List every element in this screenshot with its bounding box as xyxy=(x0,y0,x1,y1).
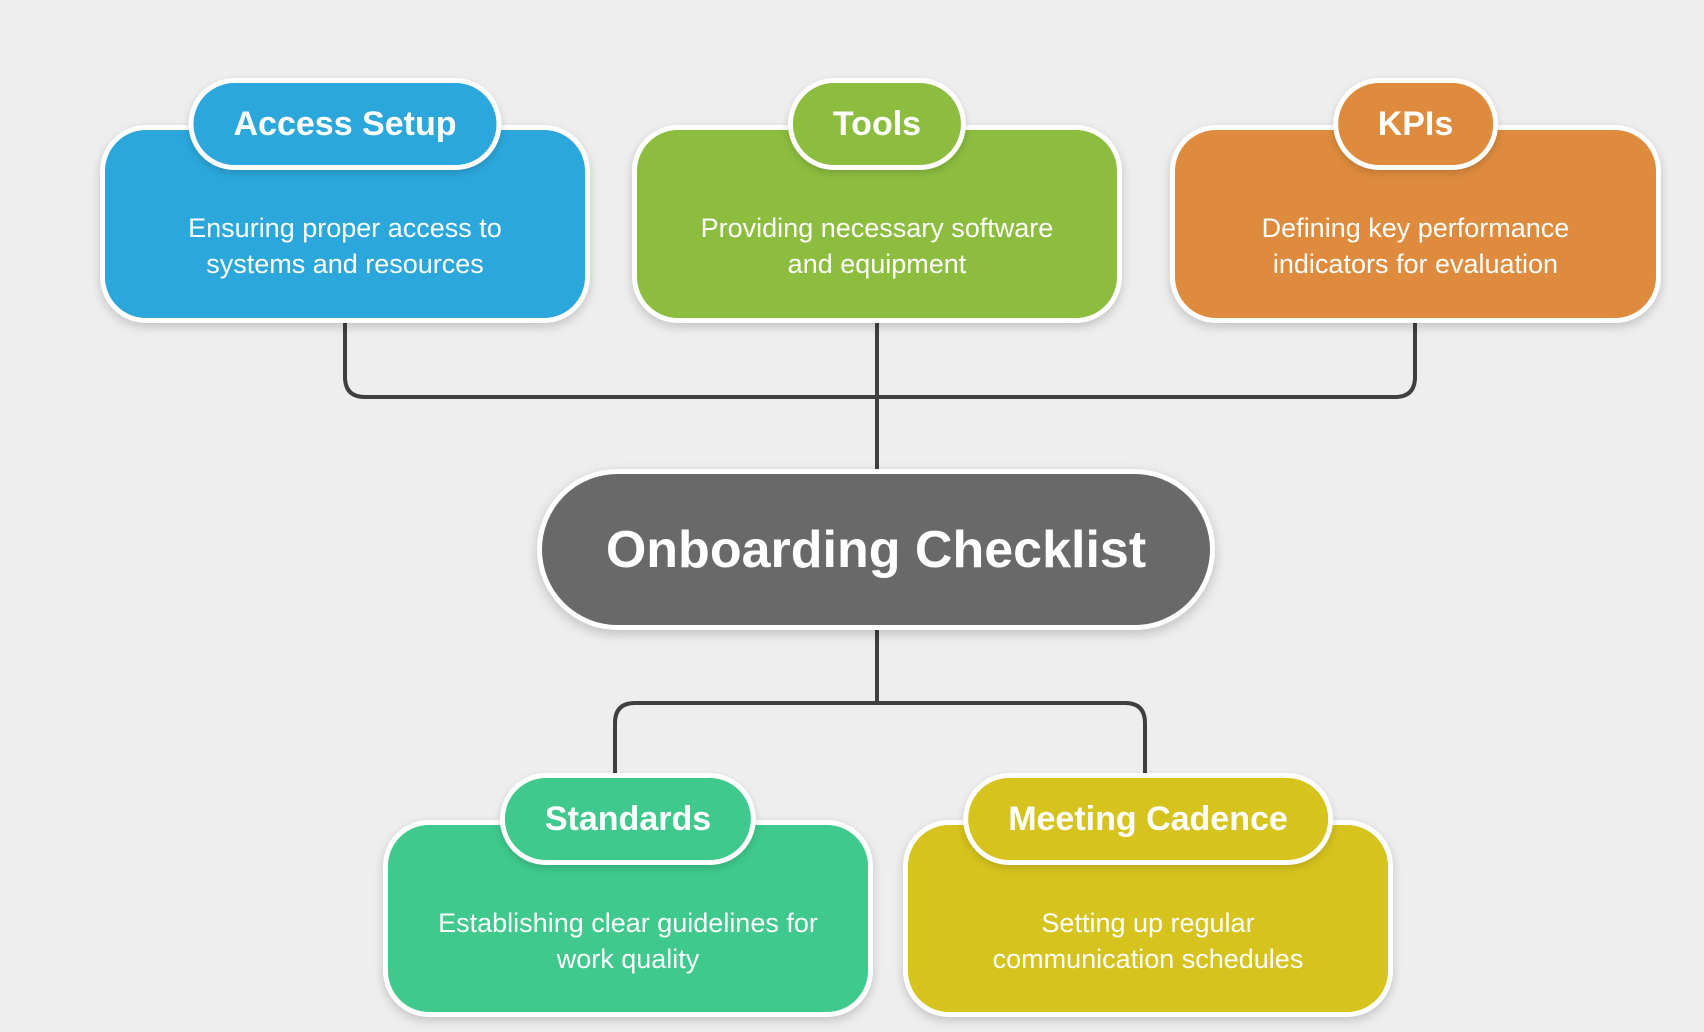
standards-title-pill: Standards xyxy=(499,773,757,865)
access-setup-title: Access Setup xyxy=(233,104,457,143)
access-setup-description: Ensuring proper access to systems and re… xyxy=(188,213,502,279)
tools-description: Providing necessary software and equipme… xyxy=(700,213,1054,279)
center-node-onboarding-checklist: Onboarding Checklist xyxy=(537,469,1215,630)
kpis-description: Defining key performance indicators for … xyxy=(1261,213,1570,279)
kpis-title: KPIs xyxy=(1377,104,1454,143)
standards-title: Standards xyxy=(544,799,712,838)
tools-title: Tools xyxy=(832,104,922,143)
center-node-label: Onboarding Checklist xyxy=(605,520,1147,579)
branch-access-setup: Ensuring proper access to systems and re… xyxy=(100,78,590,323)
branch-tools: Providing necessary software and equipme… xyxy=(632,78,1122,323)
meeting-cadence-title: Meeting Cadence xyxy=(1008,799,1288,838)
tools-title-pill: Tools xyxy=(787,78,967,170)
standards-card: Establishing clear guidelines for work q… xyxy=(383,820,873,1017)
kpis-card: Defining key performance indicators for … xyxy=(1170,125,1661,323)
branch-standards: Establishing clear guidelines for work q… xyxy=(383,773,873,1017)
branch-meeting-cadence: Setting up regular communication schedul… xyxy=(903,773,1393,1017)
meeting-cadence-description: Setting up regular communication schedul… xyxy=(992,907,1304,974)
meeting-cadence-title-pill: Meeting Cadence xyxy=(963,773,1333,865)
branch-kpis: Defining key performance indicators for … xyxy=(1170,78,1661,323)
connector-top-bus xyxy=(343,318,1417,399)
access-setup-title-pill: Access Setup xyxy=(188,78,502,170)
standards-description: Establishing clear guidelines for work q… xyxy=(438,907,818,974)
connector-bottom-bus xyxy=(613,701,1147,776)
kpis-title-pill: KPIs xyxy=(1332,78,1499,170)
